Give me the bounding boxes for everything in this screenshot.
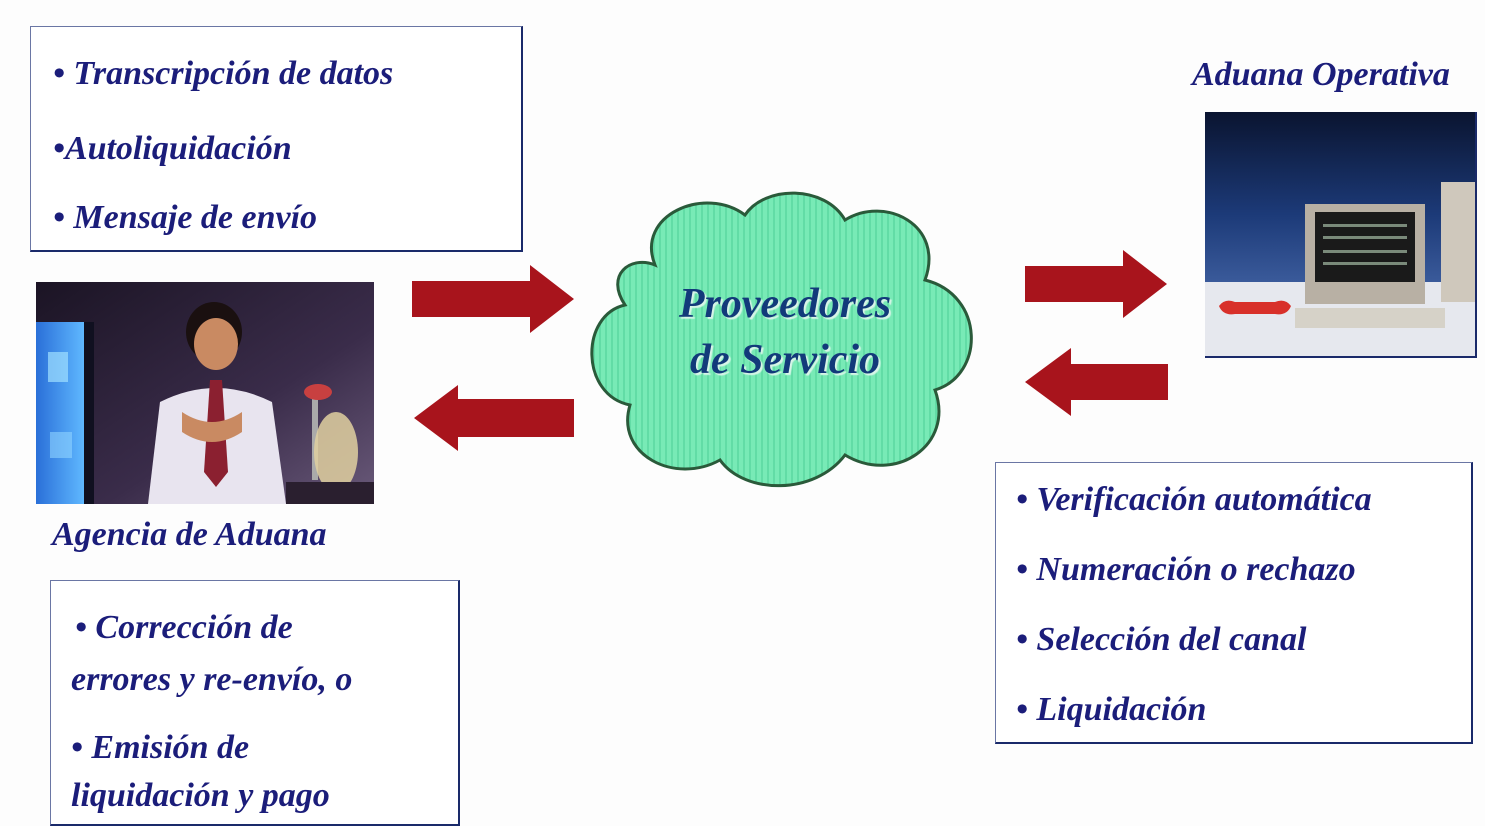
list-item: • Mensaje de envío (53, 199, 318, 236)
cloud-title-line1: Proveedores (678, 281, 892, 327)
process-box-right: • Verificación automática • Numeración o… (995, 462, 1473, 744)
customs-computer-photo (1205, 112, 1477, 358)
agent-at-computer-illustration (36, 282, 374, 504)
list-item: • Verificación automática (1016, 481, 1372, 518)
computer-terminal-illustration (1205, 112, 1475, 356)
arrow-left-icon (414, 385, 574, 451)
agency-photo (36, 282, 374, 504)
list-item: • Selección del canal (1016, 621, 1307, 658)
list-item: • Transcripción de datos (53, 55, 394, 92)
arrow-right-icon (412, 265, 574, 333)
customs-label: Aduana Operativa (1192, 56, 1450, 93)
cloud-title-line2: de Servicio (689, 337, 881, 383)
arrow-right-icon (1025, 250, 1167, 318)
list-item: liquidación y pago (71, 777, 330, 814)
agency-label: Agencia de Aduana (52, 516, 327, 553)
list-item: errores y re-envío, o (71, 661, 353, 698)
list-item: •Autoliquidación (53, 130, 292, 167)
list-item: • Emisión de (71, 729, 250, 766)
list-item: • Liquidación (1016, 691, 1207, 728)
cloud-shape (590, 191, 973, 488)
process-box-bottom-left: • Corrección de errores y re-envío, o • … (50, 580, 460, 826)
process-box-top-left: • Transcripción de datos •Autoliquidació… (30, 26, 523, 252)
list-item: • Numeración o rechazo (1016, 551, 1356, 588)
arrow-left-icon (1025, 348, 1168, 416)
list-item: • Corrección de (75, 609, 293, 646)
